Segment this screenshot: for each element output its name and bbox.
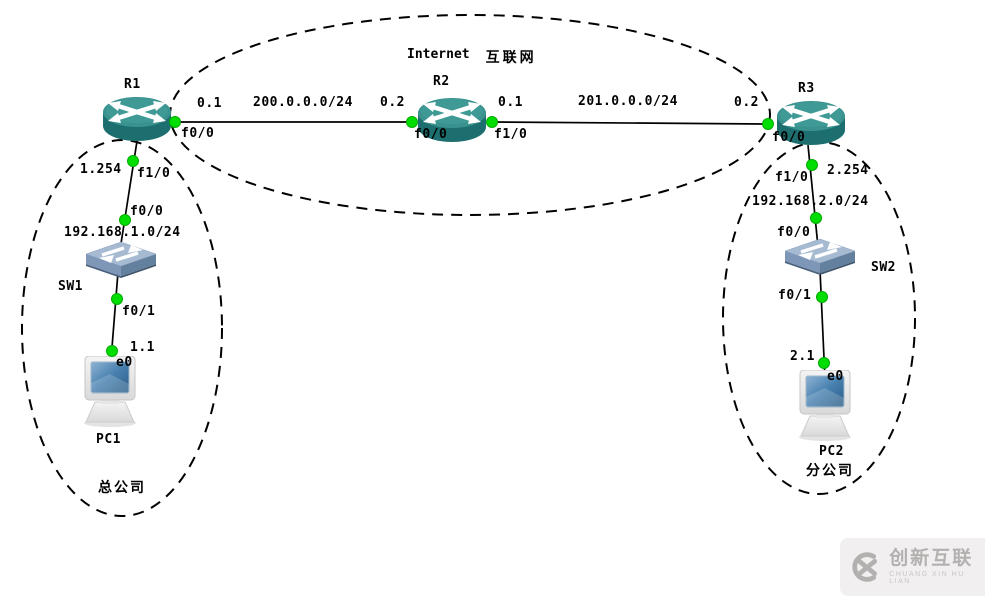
port-dot-sw1-f0-1 (111, 293, 123, 305)
port-dot-r1-f1-0 (127, 155, 139, 167)
label-if-r1-f1-0: f1/0 (137, 166, 171, 181)
label-ip-r2-wan2: 0.1 (498, 95, 523, 110)
link-r2-r3[interactable] (491, 121, 769, 125)
label-pc2: PC2 (819, 444, 844, 459)
label-sw1: SW1 (58, 279, 83, 294)
label-r3: R3 (798, 81, 815, 96)
cxhl-logo-icon (852, 552, 878, 582)
label-zone-branch: 分公司 (806, 463, 854, 479)
label-zone-hq: 总公司 (98, 480, 146, 496)
label-ip-r3-wan: 0.2 (734, 95, 759, 110)
label-net-lan1: 192.168.1.0/24 (64, 225, 181, 240)
label-pc1: PC1 (96, 432, 121, 447)
label-if-r2-f1-0: f1/0 (494, 127, 528, 142)
port-dot-r2-f1-0 (486, 116, 498, 128)
label-ip-pc1: 1.1 (130, 340, 155, 355)
port-dot-sw1-f0-0 (119, 214, 131, 226)
hq-zone-outline (21, 139, 223, 517)
port-dot-sw2-f0-0 (810, 212, 822, 224)
label-if-sw2-f0-1: f0/1 (778, 288, 812, 303)
label-if-sw2-f0-0: f0/0 (777, 225, 811, 240)
label-net-wan2: 201.0.0.0/24 (578, 94, 678, 109)
label-r1: R1 (124, 77, 141, 92)
watermark-brand-text: 创新互联 (889, 547, 974, 569)
label-if-r3-f1-0: f1/0 (775, 170, 809, 185)
label-ip-r2-wan1: 0.2 (380, 95, 405, 110)
switch-sw2[interactable] (783, 238, 857, 276)
port-dot-r3-f1-0 (806, 159, 818, 171)
switch-sw1[interactable] (84, 241, 158, 279)
label-ip-r1-lan: 1.254 (80, 162, 122, 177)
port-dot-r2-f0-0 (406, 116, 418, 128)
links (110, 121, 826, 381)
label-net-lan2: 192.168.2.0/24 (752, 194, 869, 209)
label-net-wan1: 200.0.0.0/24 (253, 95, 353, 110)
port-dot-r3-f0-0 (762, 118, 774, 130)
label-if-r3-f0-0: f0/0 (772, 130, 806, 145)
label-ip-pc2: 2.1 (790, 349, 815, 364)
label-if-pc2-e0: e0 (827, 369, 844, 384)
label-if-sw1-f0-0: f0/0 (130, 204, 164, 219)
port-dot-r1-f0-0 (169, 116, 181, 128)
label-ip-r1-wan: 0.1 (197, 96, 222, 111)
label-if-sw1-f0-1: f0/1 (122, 304, 156, 319)
internet-title: Internet 互联网 (407, 47, 537, 67)
router-r1[interactable] (103, 97, 171, 141)
port-status-dots (106, 116, 830, 369)
internet-title-en: Internet (407, 47, 470, 62)
label-sw2: SW2 (871, 260, 896, 275)
label-if-r1-f0-0: f0/0 (181, 126, 215, 141)
watermark-badge: 创新互联 CHUANG XIN HU LIAN (840, 538, 985, 596)
label-if-pc1-e0: e0 (116, 355, 133, 370)
port-dot-pc1-e0 (106, 345, 118, 357)
label-if-r2-f0-0: f0/0 (414, 127, 448, 142)
label-ip-r3-lan: 2.254 (827, 163, 869, 178)
watermark-brand-subtext: CHUANG XIN HU LIAN (889, 571, 965, 585)
internet-title-zh: 互联网 (485, 50, 537, 66)
port-dot-pc2-e0 (818, 357, 830, 369)
label-r2: R2 (433, 74, 450, 89)
port-dot-sw2-f0-1 (816, 291, 828, 303)
